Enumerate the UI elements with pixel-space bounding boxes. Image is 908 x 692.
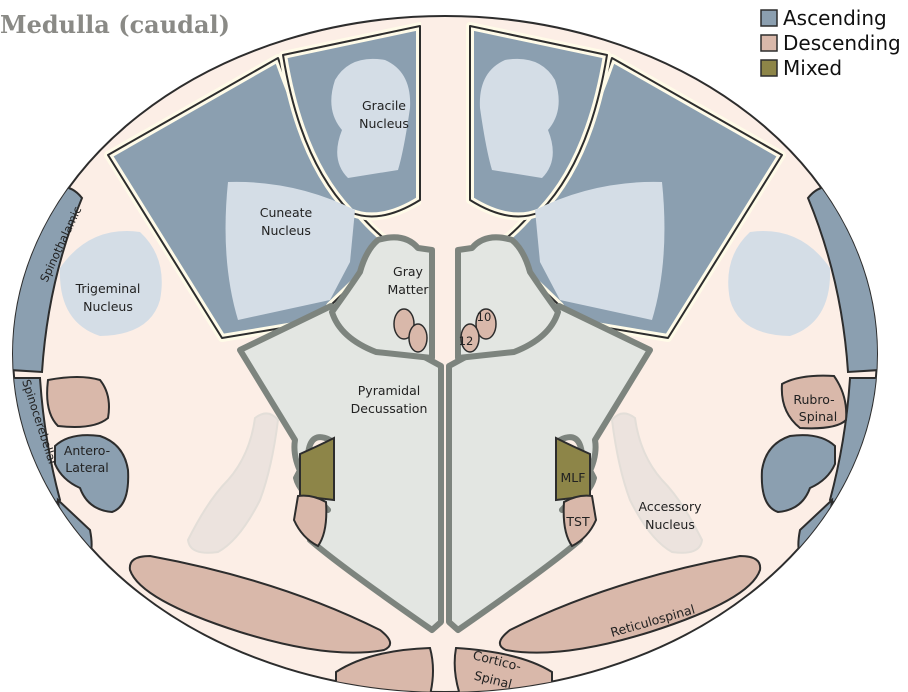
gray-matter-label-line1: Gray: [393, 264, 423, 279]
antero-lateral-label-line1: Antero-: [64, 443, 110, 458]
nucleus-10-label: 10: [477, 310, 492, 324]
left-nucleus-12: [409, 324, 427, 352]
accessory-label-line2: Nucleus: [645, 517, 695, 532]
accessory-label-line1: Accessory: [639, 499, 703, 514]
legend: Ascending Descending Mixed: [761, 6, 901, 80]
pyramidal-label-line2: Decussation: [351, 401, 428, 416]
nucleus-12-label: 12: [459, 334, 474, 348]
legend-swatch-descending: [761, 35, 777, 51]
legend-label-descending: Descending: [783, 31, 901, 55]
diagram-title: Medulla (caudal): [0, 10, 230, 39]
mlf-label: MLF: [561, 470, 586, 485]
trigeminal-label-line2: Nucleus: [83, 299, 133, 314]
legend-label-ascending: Ascending: [783, 6, 887, 30]
antero-lateral-label-line2: Lateral: [65, 460, 109, 475]
pyramidal-label-line1: Pyramidal: [358, 383, 420, 398]
gray-matter-label-line2: Matter: [387, 282, 429, 297]
cuneate-label-line2: Nucleus: [261, 223, 311, 238]
legend-swatch-ascending: [761, 10, 777, 26]
gracile-label-line2: Nucleus: [359, 116, 409, 131]
rubrospinal-label-line1: Rubro-: [793, 392, 834, 407]
rubrospinal-label-line2: Spinal: [799, 409, 837, 424]
tst-label: TST: [565, 514, 590, 529]
cuneate-label-line1: Cuneate: [260, 205, 313, 220]
trigeminal-label-line1: Trigeminal: [75, 281, 141, 296]
right-gracile-nucleus: [480, 59, 559, 178]
legend-label-mixed: Mixed: [783, 56, 842, 80]
legend-swatch-mixed: [761, 60, 777, 76]
left-descending-tract: [47, 377, 109, 427]
gracile-label-line1: Gracile: [362, 98, 406, 113]
